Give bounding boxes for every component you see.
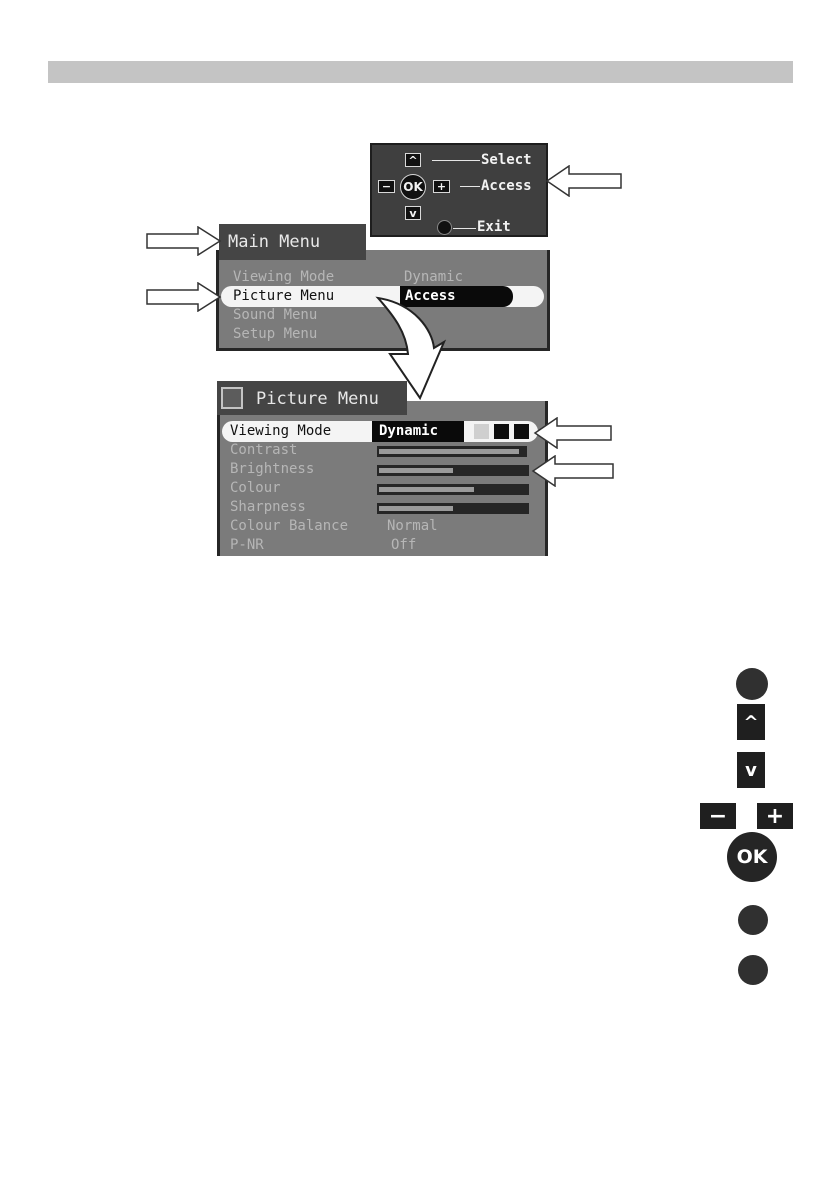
picture-menu-item-colour[interactable]: Colour bbox=[230, 480, 281, 496]
legend-access-label: Access bbox=[481, 178, 532, 194]
remote-menu-button-icon[interactable] bbox=[736, 668, 768, 700]
picture-menu-item-viewing-mode[interactable]: Viewing Mode bbox=[230, 423, 332, 439]
remote-plus-button[interactable]: + bbox=[757, 803, 793, 829]
colour-balance-value: Normal bbox=[387, 518, 438, 534]
brightness-slider[interactable] bbox=[377, 465, 529, 476]
contrast-slider[interactable] bbox=[377, 446, 527, 457]
header-bar bbox=[48, 61, 793, 83]
main-menu-item-viewing-mode[interactable]: Viewing Mode bbox=[233, 269, 335, 285]
mode-indicator-dark-2 bbox=[514, 424, 529, 439]
legend-plus-key: + bbox=[433, 180, 450, 193]
viewing-mode-value[interactable]: Dynamic bbox=[372, 421, 464, 442]
main-menu-item-setup-menu[interactable]: Setup Menu bbox=[233, 326, 318, 342]
main-menu-viewing-mode-value: Dynamic bbox=[404, 269, 464, 285]
remote-button-1-icon[interactable] bbox=[738, 905, 768, 935]
picture-menu-item-contrast[interactable]: Contrast bbox=[230, 442, 298, 458]
legend-down-key: v bbox=[405, 206, 421, 220]
main-menu-item-sound-menu[interactable]: Sound Menu bbox=[233, 307, 318, 323]
picture-menu-item-p-nr[interactable]: P-NR bbox=[230, 537, 264, 553]
transition-arrow-icon bbox=[375, 296, 447, 401]
picture-menu-title-bar bbox=[217, 381, 407, 415]
contrast-slider-fill bbox=[379, 449, 519, 454]
legend-select-label: Select bbox=[481, 152, 532, 168]
callout-arrow-sliders-icon bbox=[531, 455, 614, 487]
colour-slider-fill bbox=[379, 487, 474, 492]
legend-exit-line bbox=[453, 228, 476, 229]
main-menu-title: Main Menu bbox=[219, 224, 366, 260]
picture-menu-title: Picture Menu bbox=[256, 389, 379, 409]
callout-arrow-main-menu-icon bbox=[146, 226, 222, 256]
picture-menu-item-sharpness[interactable]: Sharpness bbox=[230, 499, 306, 515]
main-menu-item-picture-menu[interactable]: Picture Menu bbox=[233, 288, 335, 304]
callout-arrow-legend-icon bbox=[545, 165, 622, 197]
colour-slider[interactable] bbox=[377, 484, 529, 495]
remote-down-button[interactable]: v bbox=[737, 752, 765, 788]
main-menu-access-value[interactable]: Access bbox=[400, 286, 513, 307]
picture-menu-item-colour-balance[interactable]: Colour Balance bbox=[230, 518, 349, 534]
remote-ok-button[interactable]: OK bbox=[727, 832, 777, 882]
sharpness-slider-fill bbox=[379, 506, 453, 511]
legend-up-key: ^ bbox=[405, 153, 421, 167]
picture-menu-item-brightness[interactable]: Brightness bbox=[230, 461, 315, 477]
legend-ok-key: OK bbox=[400, 174, 426, 200]
sharpness-slider[interactable] bbox=[377, 503, 529, 514]
legend-exit-button-icon bbox=[437, 220, 452, 235]
brightness-slider-fill bbox=[379, 468, 453, 473]
remote-up-button[interactable]: ^ bbox=[737, 704, 765, 740]
remote-minus-button[interactable]: − bbox=[700, 803, 736, 829]
callout-arrow-picture-menu-icon bbox=[146, 282, 222, 312]
legend-select-line bbox=[432, 160, 480, 161]
legend-minus-key: − bbox=[378, 180, 395, 193]
remote-button-2-icon[interactable] bbox=[738, 955, 768, 985]
mode-indicator-light bbox=[474, 424, 489, 439]
legend-exit-label: Exit bbox=[477, 219, 511, 235]
legend-access-line bbox=[460, 186, 480, 187]
callout-arrow-viewing-mode-icon bbox=[533, 417, 612, 449]
mode-indicator-dark-1 bbox=[494, 424, 509, 439]
picture-icon bbox=[221, 387, 243, 409]
remote-legend bbox=[370, 143, 548, 237]
p-nr-value: Off bbox=[391, 537, 417, 553]
